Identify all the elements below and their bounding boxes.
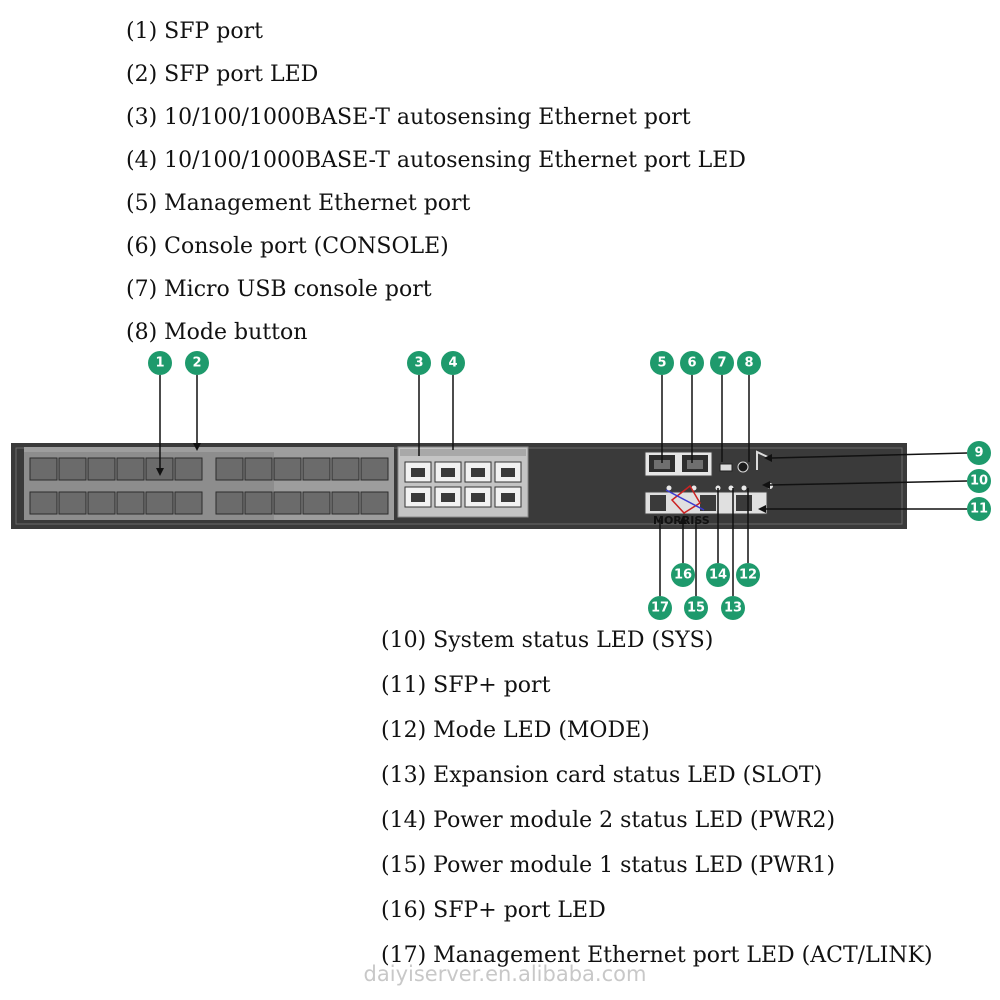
svg-text:17: 17 — [651, 601, 669, 616]
legend-item-2: (2) SFP port LED — [126, 62, 319, 87]
callout-8: 8 — [737, 351, 761, 375]
sfp-port — [244, 457, 273, 481]
ethernet-port-jack — [471, 493, 485, 502]
callout-1: 1 — [148, 351, 172, 375]
sfp-port — [331, 457, 360, 481]
ethernet-port-jack — [501, 468, 515, 477]
legend-item-10: (10) System status LED (SYS) — [381, 628, 714, 653]
sfp-port — [174, 457, 203, 481]
ethernet-port-jack — [471, 468, 485, 477]
legend-item-11: (11) SFP+ port — [381, 673, 551, 698]
sfp-port — [58, 491, 87, 515]
sfp-port — [116, 457, 145, 481]
svg-text:13: 13 — [724, 601, 742, 616]
ethernet-port-jack — [441, 493, 455, 502]
svg-text:7: 7 — [717, 356, 726, 371]
sfp-port — [360, 491, 389, 515]
sfp-port — [273, 491, 302, 515]
svg-text:12: 12 — [739, 568, 757, 583]
sfp-ports — [29, 457, 389, 515]
callout-2: 2 — [185, 351, 209, 375]
callout-7: 7 — [710, 351, 734, 375]
ethernet-port-jack — [411, 468, 425, 477]
legend-item-14: (14) Power module 2 status LED (PWR2) — [381, 808, 836, 833]
ethernet-port-jack — [501, 493, 515, 502]
callout-17: 17 — [648, 596, 672, 620]
sfp-port — [174, 491, 203, 515]
legend-item-3: (3) 10/100/1000BASE-T autosensing Ethern… — [126, 105, 691, 130]
sfp-port — [302, 491, 331, 515]
svg-text:2: 2 — [192, 356, 201, 371]
sfp-port — [331, 491, 360, 515]
callout-6: 6 — [680, 351, 704, 375]
sfp-port — [302, 457, 331, 481]
legend-item-16: (16) SFP+ port LED — [381, 898, 606, 923]
callout-9: 9 — [967, 441, 991, 465]
legend-item-4: (4) 10/100/1000BASE-T autosensing Ethern… — [126, 148, 746, 173]
svg-text:11: 11 — [970, 502, 988, 517]
legend-item-7: (7) Micro USB console port — [126, 277, 432, 302]
sfp-port — [215, 457, 244, 481]
sfp-port — [29, 491, 58, 515]
mode-button — [737, 461, 749, 473]
legend-item-1: (1) SFP port — [126, 19, 263, 44]
callout-16: 16 — [671, 563, 695, 587]
callout-10: 10 — [967, 469, 991, 493]
sfp-port — [29, 457, 58, 481]
micro-usb-port — [719, 463, 733, 472]
svg-text:4: 4 — [448, 356, 457, 371]
svg-text:3: 3 — [414, 356, 423, 371]
legend-item-17: (17) Management Ethernet port LED (ACT/L… — [381, 943, 933, 968]
svg-text:16: 16 — [674, 568, 692, 583]
legend-item-8: (8) Mode button — [126, 320, 308, 345]
sfp-port — [58, 457, 87, 481]
watermark: daiyiserver.en.alibaba.com — [363, 962, 647, 986]
svg-text:6: 6 — [687, 356, 696, 371]
sfp-port — [87, 457, 116, 481]
sfp-port — [87, 491, 116, 515]
sfp-port — [145, 491, 174, 515]
legend-item-5: (5) Management Ethernet port — [126, 191, 471, 216]
svg-text:5: 5 — [657, 356, 666, 371]
sfp-port-block — [24, 447, 394, 520]
callout-15: 15 — [684, 596, 708, 620]
sfp-port — [273, 457, 302, 481]
ethernet-port-jack — [441, 468, 455, 477]
legend-top: (1) SFP port (2) SFP port LED (3) 10/100… — [126, 17, 746, 361]
callout-5: 5 — [650, 351, 674, 375]
legend-item-6: (6) Console port (CONSOLE) — [126, 234, 449, 259]
callout-14: 14 — [706, 563, 730, 587]
sfp-port — [360, 457, 389, 481]
svg-text:15: 15 — [687, 601, 705, 616]
callout-12: 12 — [736, 563, 760, 587]
svg-text:10: 10 — [970, 474, 988, 489]
legend-bottom: (10) System status LED (SYS) (11) SFP+ p… — [381, 624, 933, 984]
ethernet-ports — [404, 461, 522, 508]
legend-item-12: (12) Mode LED (MODE) — [381, 718, 650, 743]
callout-13: 13 — [721, 596, 745, 620]
callout-leaders — [159, 375, 968, 596]
management-area: MORRISS — [644, 450, 773, 527]
callout-11: 11 — [967, 497, 991, 521]
svg-text:14: 14 — [709, 568, 727, 583]
svg-text:8: 8 — [744, 356, 753, 371]
legend-item-13: (13) Expansion card status LED (SLOT) — [381, 763, 823, 788]
leader-arrowheads — [156, 443, 772, 524]
sfp-port — [215, 491, 244, 515]
callout-4: 4 — [441, 351, 465, 375]
sfp-port — [244, 491, 273, 515]
legend-item-15: (15) Power module 1 status LED (PWR1) — [381, 853, 836, 878]
ethernet-port-jack — [411, 493, 425, 502]
svg-text:1: 1 — [155, 356, 164, 371]
callout-3: 3 — [407, 351, 431, 375]
svg-text:9: 9 — [974, 446, 983, 461]
sfp-port — [116, 491, 145, 515]
ethernet-port-block — [397, 446, 529, 518]
